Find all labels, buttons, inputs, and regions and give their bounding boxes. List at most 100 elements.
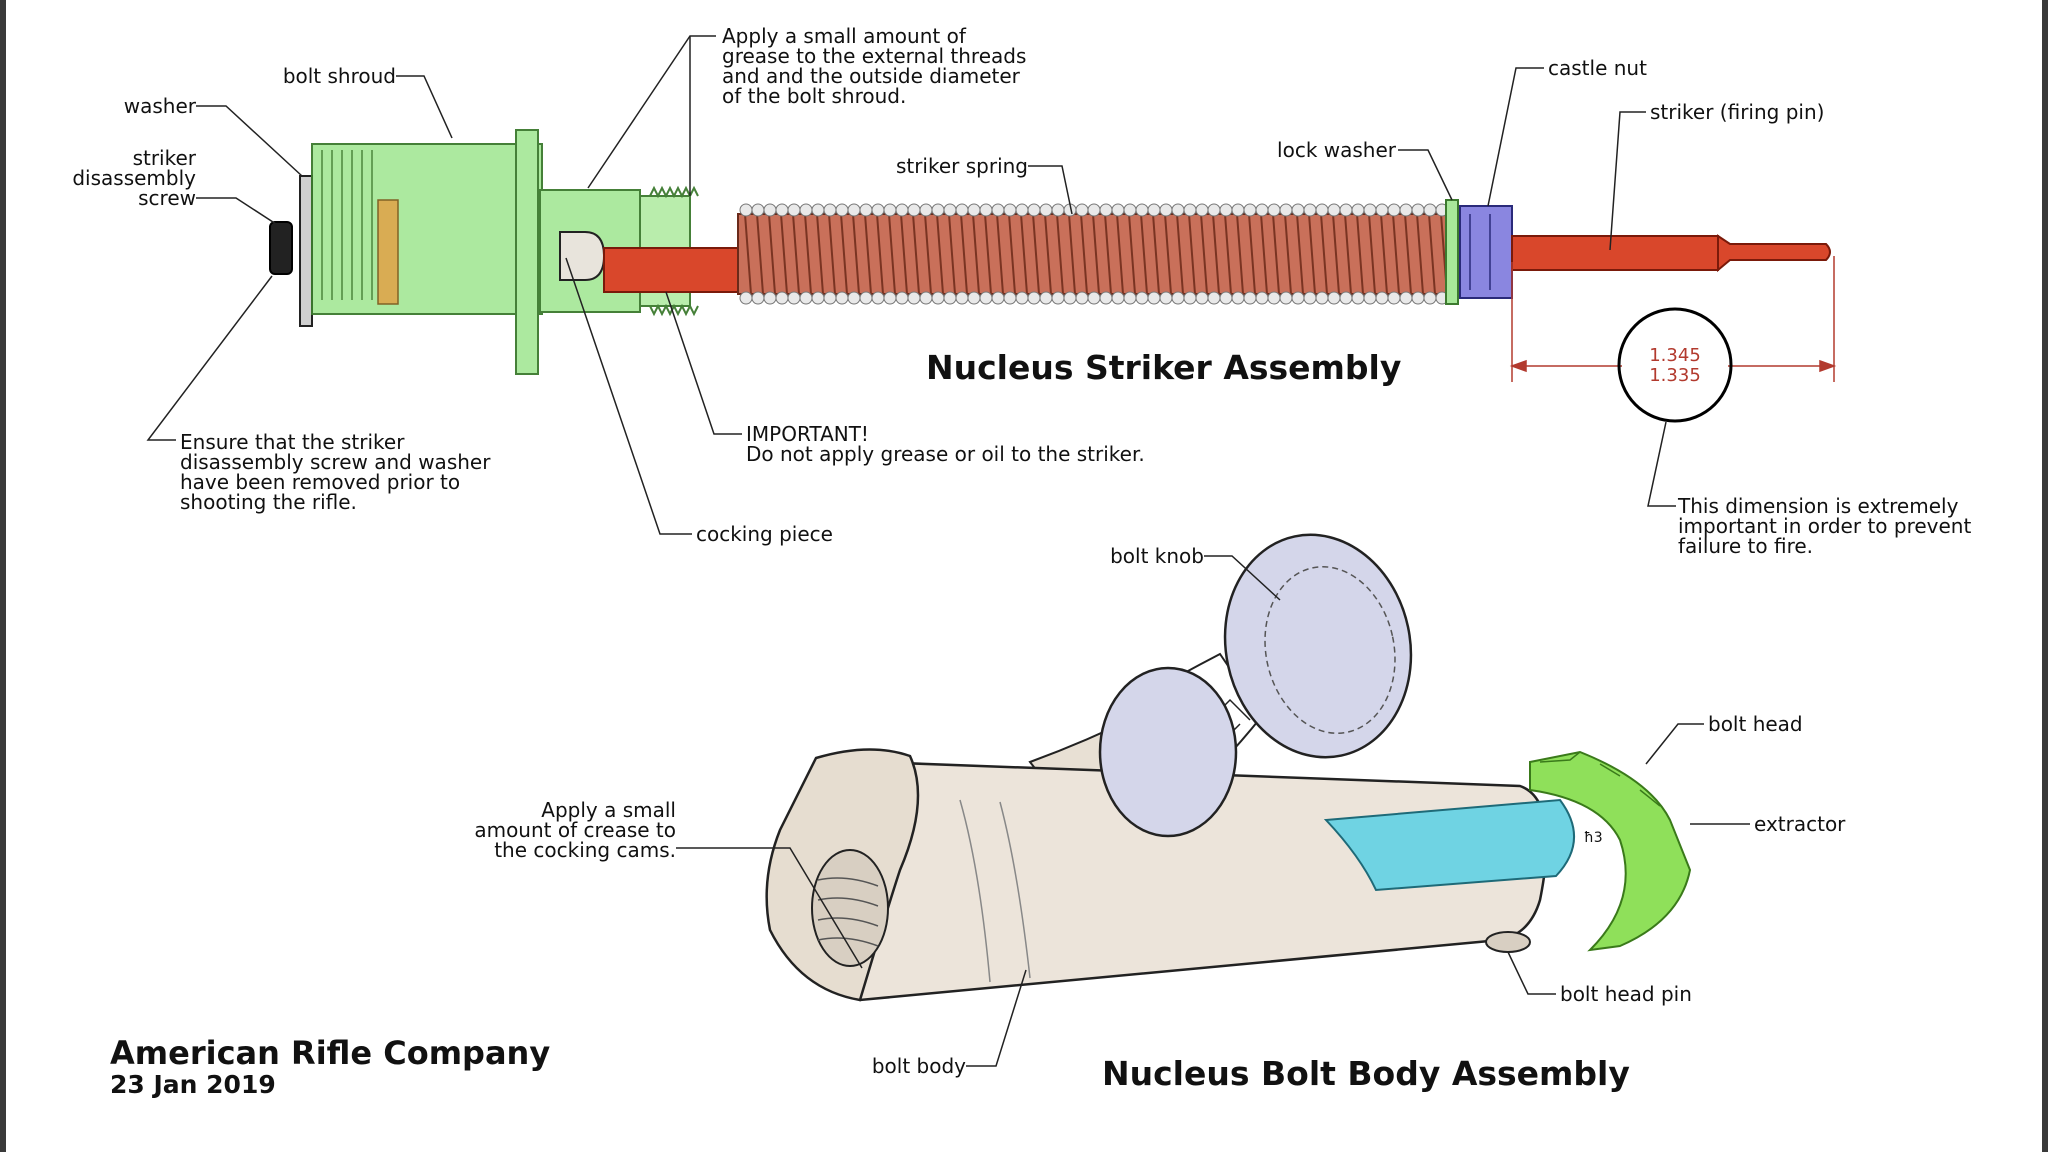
title-striker-assembly: Nucleus Striker Assembly <box>926 348 1402 387</box>
spring-coil-dot <box>1387 291 1401 305</box>
spring-coil-dot <box>787 291 801 305</box>
spring-coil-dot <box>907 291 921 305</box>
spring-coil-dot <box>1027 291 1041 305</box>
spring-coil-dot <box>1339 203 1353 217</box>
label-ensure-note: Ensure that the striker disassembly scre… <box>180 430 491 514</box>
spring-coil-dot <box>883 203 897 217</box>
spring-coil-dot <box>1351 291 1365 305</box>
spring-coil-dot <box>1003 203 1017 217</box>
spring-coil-dot <box>907 203 921 217</box>
spring-coil-dot <box>1231 291 1245 305</box>
spring-coil-dot <box>883 291 897 305</box>
spring-coil-dot <box>1399 203 1413 217</box>
spring-coil-dot <box>859 291 873 305</box>
spring-coil-dot <box>1135 203 1149 217</box>
spring-coil-dot <box>1039 291 1053 305</box>
spring-coil-dot <box>1303 291 1317 305</box>
striker-disassembly-screw <box>269 221 293 275</box>
washer <box>299 175 313 327</box>
spring-coil-section-dots <box>739 203 1449 305</box>
spring-coil-dot <box>1099 203 1113 217</box>
label-cocking-cams-note: Apply a small amount of crease to the co… <box>474 798 676 862</box>
dimension-values: 1.345 1.335 <box>1622 346 1728 386</box>
spring-coil-dot <box>1147 203 1161 217</box>
label-striker-firing-pin: striker (firing pin) <box>1650 100 1825 124</box>
label-castle-nut: castle nut <box>1548 56 1647 80</box>
spring-coil-dot <box>1411 203 1425 217</box>
leader-lines-striker <box>146 35 1676 535</box>
spring-coil-dot <box>991 203 1005 217</box>
label-grease-note: Apply a small amount of grease to the ex… <box>722 24 1027 108</box>
spring-coil-dot <box>811 203 825 217</box>
spring-coil-dot <box>943 203 957 217</box>
striker-assembly-drawing <box>146 35 1837 535</box>
title-bolt-body-assembly: Nucleus Bolt Body Assembly <box>1102 1054 1630 1093</box>
dimension-callout-circle <box>1617 307 1733 423</box>
spring-coil-dot <box>847 291 861 305</box>
spring-coil-dot <box>1075 291 1089 305</box>
spring-coil-dot <box>1315 291 1329 305</box>
label-extractor: extractor <box>1754 812 1846 836</box>
spring-coil-dot <box>1387 203 1401 217</box>
label-striker-spring: striker spring <box>895 154 1028 178</box>
label-bolt-knob: bolt knob <box>1110 544 1204 568</box>
spring-coil-dot <box>1087 291 1101 305</box>
right-frame-edge <box>2042 0 2048 1152</box>
spring-coil-dot <box>751 203 765 217</box>
spring-coil-dot <box>823 291 837 305</box>
drawing-date: 23 Jan 2019 <box>110 1070 276 1099</box>
spring-coil-dot <box>955 291 969 305</box>
spring-coil-dot <box>943 291 957 305</box>
spring-coil-dot <box>1291 291 1305 305</box>
spring-coil-dot <box>763 203 777 217</box>
spring-coil-dot <box>1243 291 1257 305</box>
spring-coil-dot <box>859 203 873 217</box>
spring-coil-dot <box>1399 291 1413 305</box>
spring-coil-dot <box>1255 291 1269 305</box>
spring-coil-dot <box>919 203 933 217</box>
bolt-body-assembly-drawing: ħ3 <box>676 533 1750 1067</box>
spring-coil-dot <box>967 203 981 217</box>
spring-coil-dot <box>823 203 837 217</box>
spring-coil-dot <box>1171 291 1185 305</box>
spring-coil-dot <box>1123 291 1137 305</box>
spring-coil-dot <box>1159 291 1173 305</box>
spring-coil-dot <box>1315 203 1329 217</box>
spring-coil-dot <box>1039 203 1053 217</box>
spring-coil-dot <box>1183 291 1197 305</box>
spring-coil-dot <box>1423 291 1437 305</box>
spring-coil-dot <box>1267 291 1281 305</box>
bolt-knob-inner-disc <box>1098 666 1238 838</box>
spring-coil-dot <box>871 203 885 217</box>
spring-coil-dot <box>871 291 885 305</box>
cocking-cam-bore <box>811 849 889 967</box>
dimension-upper: 1.345 <box>1649 345 1701 366</box>
spring-coil-dot <box>1027 203 1041 217</box>
spring-coil-dot <box>955 203 969 217</box>
spring-coil-dot <box>1183 203 1197 217</box>
label-cocking-piece: cocking piece <box>696 522 833 546</box>
spring-coil-dot <box>739 291 753 305</box>
spring-coil-dot <box>787 203 801 217</box>
lock-washer <box>1445 199 1459 305</box>
spring-coil-dot <box>1063 291 1077 305</box>
spring-coil-dot <box>775 203 789 217</box>
spring-coil-dot <box>1303 203 1317 217</box>
extractor <box>1323 798 1575 892</box>
spring-coil-dot <box>991 291 1005 305</box>
spring-coil-dot <box>1339 291 1353 305</box>
spring-coil-dot <box>775 291 789 305</box>
spring-coil-dot <box>1207 203 1221 217</box>
label-bolt-head-pin: bolt head pin <box>1560 982 1692 1006</box>
spring-coil-dot <box>1231 203 1245 217</box>
extractor-marking: ħ3 <box>1584 830 1603 846</box>
spring-coil-dot <box>1363 291 1377 305</box>
label-dimension-note: This dimension is extremely important in… <box>1678 494 1972 558</box>
spring-coil-dot <box>1147 291 1161 305</box>
spring-coil-dot <box>1411 291 1425 305</box>
spring-coil-dot <box>1111 291 1125 305</box>
spring-coil-dot <box>1375 203 1389 217</box>
spring-coil-dot <box>979 203 993 217</box>
cocking-piece <box>559 231 606 281</box>
bolt-head <box>1529 750 1692 952</box>
